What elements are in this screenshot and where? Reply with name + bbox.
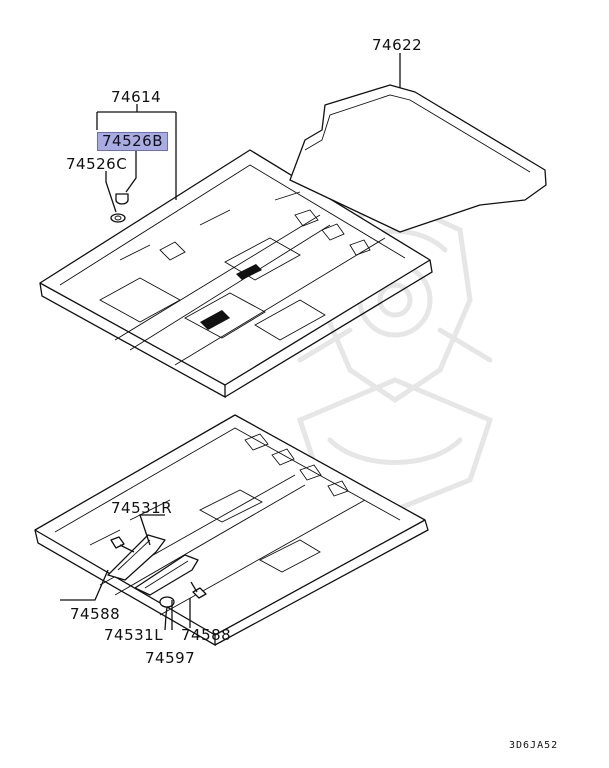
callout-74597[interactable]: 74597	[145, 649, 196, 667]
top-floor-carpet	[39, 149, 433, 399]
callout-74526C[interactable]: 74526C	[66, 155, 128, 173]
bolt-74588-right	[190, 581, 207, 599]
bottom-floor-pan	[34, 414, 429, 647]
callout-74588-right[interactable]: 74588	[181, 626, 232, 644]
diagram-code: 3D6JA52	[509, 740, 559, 751]
callout-74588-left[interactable]: 74588	[70, 605, 121, 623]
callout-74622[interactable]: 74622	[372, 36, 423, 54]
clip-74597	[159, 596, 175, 616]
callout-74531L[interactable]: 74531L	[104, 626, 164, 644]
callout-74614[interactable]: 74614	[111, 88, 162, 106]
bolt-74588-left	[110, 536, 135, 553]
bracket-74531L	[134, 554, 199, 596]
grommet-74526B	[115, 193, 129, 205]
bracket-74531R	[107, 534, 166, 581]
leader-lines	[60, 53, 401, 631]
callout-74526B[interactable]: 74526B	[97, 132, 169, 151]
callout-74531R[interactable]: 74531R	[111, 499, 173, 517]
rear-carpet	[289, 84, 547, 233]
grommet-74526C	[110, 213, 126, 223]
